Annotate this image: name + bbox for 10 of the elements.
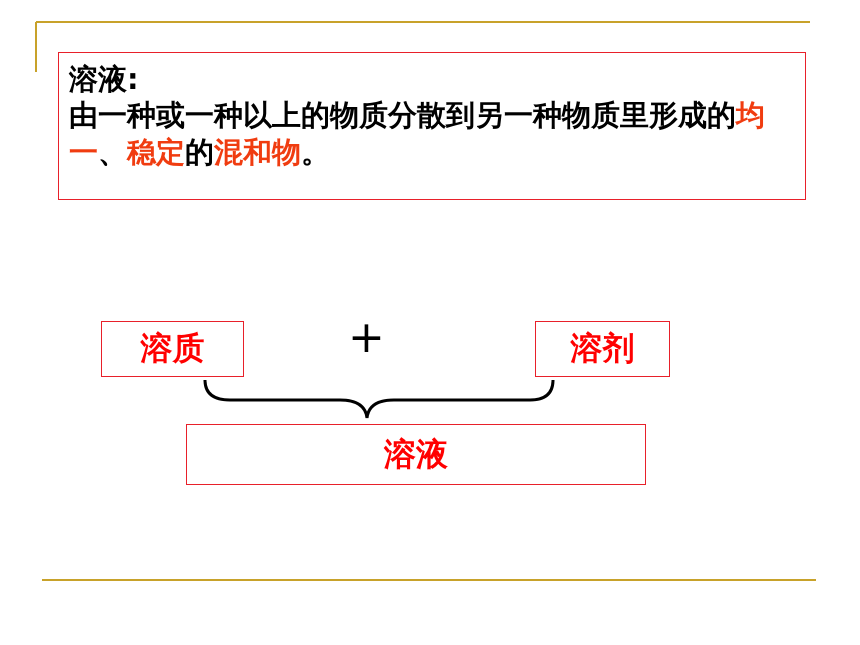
definition-panel — [58, 52, 806, 200]
term-box — [535, 321, 670, 377]
definition-heading: 溶液: — [69, 61, 140, 98]
definition-text: 由一种或一种以上的物质分散到另一种物质里形成的均一、稳定的混和物。 — [69, 97, 766, 170]
term-box — [101, 321, 244, 377]
term-label: 溶质 — [140, 328, 204, 369]
term-box — [186, 424, 646, 485]
term-label: 溶剂 — [570, 328, 634, 369]
term-label: 溶液 — [384, 434, 448, 474]
plus-sign: + — [348, 316, 385, 360]
